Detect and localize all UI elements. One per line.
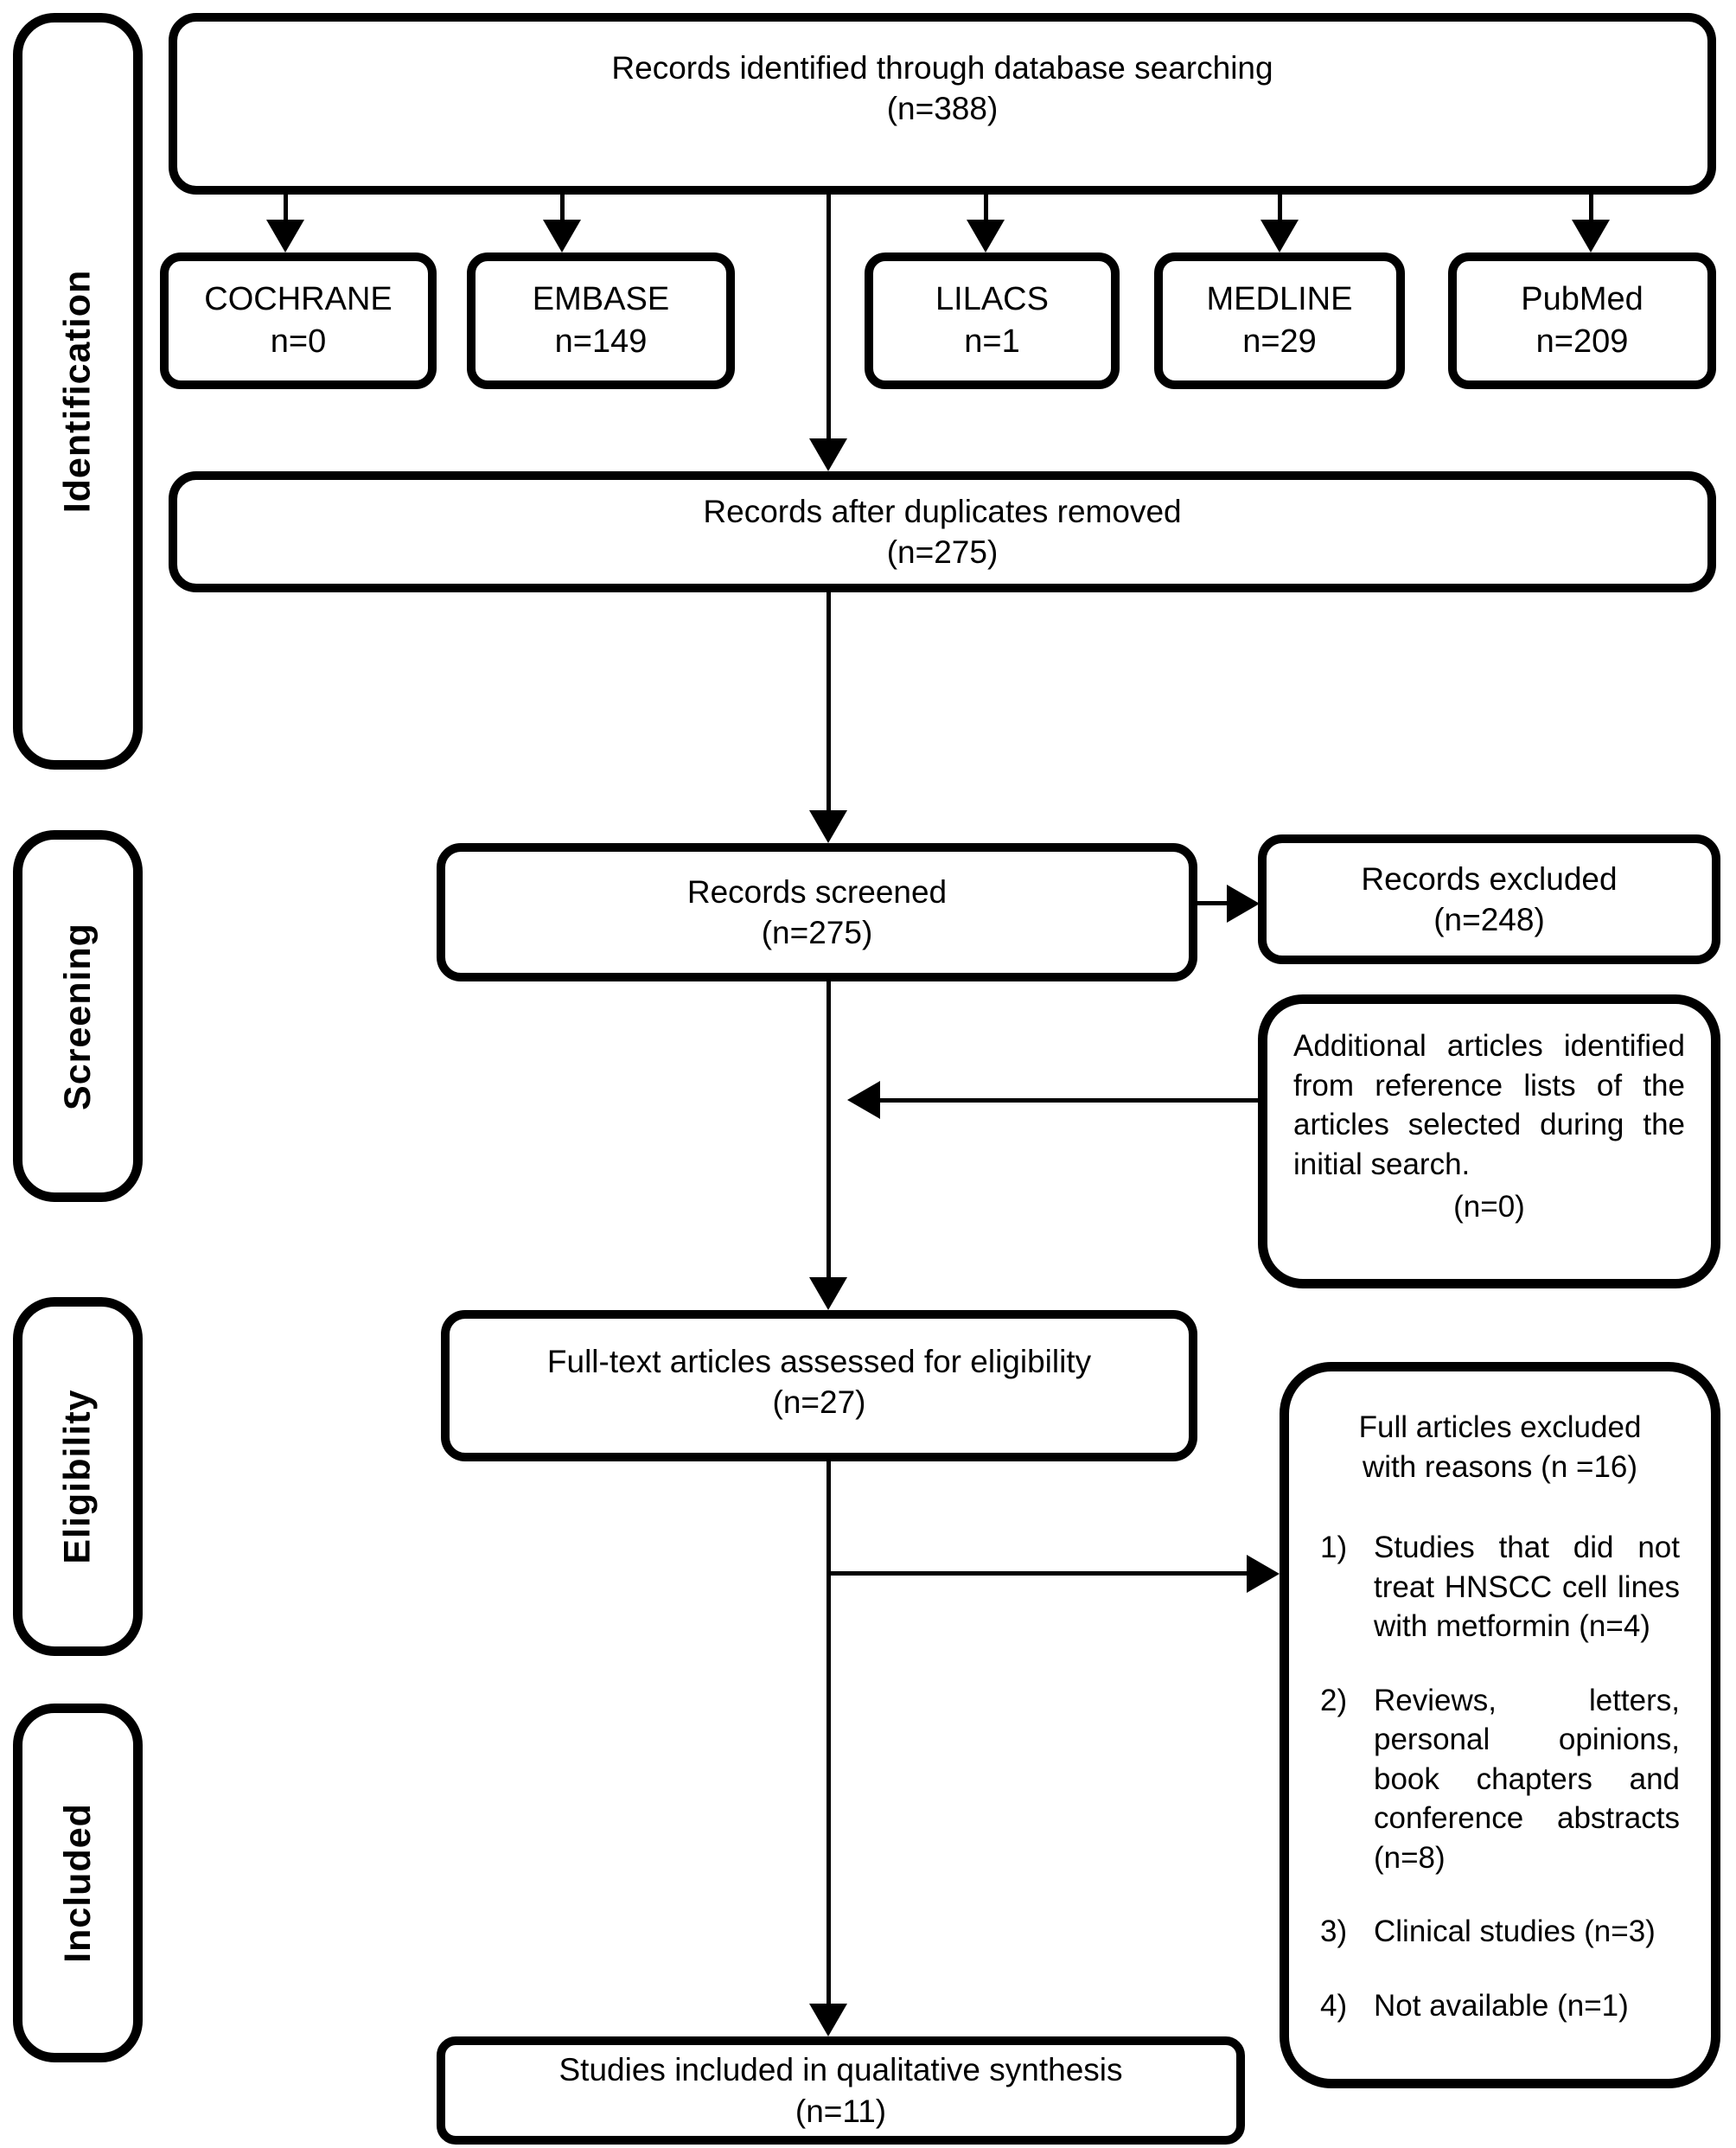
records-screened-count: (n=275) xyxy=(761,915,873,950)
duplicates-removed-text: Records after duplicates removed xyxy=(703,493,1182,529)
stage-label-eligibility: Eligibility xyxy=(56,1389,99,1564)
box-fulltext-assessed: Full-text articles assessed for eligibil… xyxy=(441,1310,1197,1461)
arrowhead-to-lilacs xyxy=(967,220,1005,253)
fulltext-assessed-text: Full-text articles assessed for eligibil… xyxy=(546,1344,1092,1379)
arrowhead-screened xyxy=(809,810,847,843)
additional-articles-count: (n=0) xyxy=(1453,1190,1525,1224)
reason-3-text: Clinical studies (n=3) xyxy=(1374,1915,1656,1948)
reason-2-text: Reviews, letters, personal opinions, boo… xyxy=(1374,1683,1680,1875)
arrowhead-mainline-left xyxy=(847,1081,880,1119)
box-database-embase: EMBASE n=149 xyxy=(467,253,735,389)
stage-label-included: Included xyxy=(56,1803,99,1963)
box-records-identified: Records identified through database sear… xyxy=(169,13,1716,195)
line-duplicates-to-screened xyxy=(827,592,831,815)
pubmed-name: PubMed xyxy=(1521,281,1643,318)
records-excluded-count: (n=248) xyxy=(1433,902,1545,937)
reason-4-text: Not available (n=1) xyxy=(1374,1988,1629,2023)
embase-name: EMBASE xyxy=(532,281,670,318)
qualitative-synthesis-count: (n=11) xyxy=(795,2093,887,2129)
line-screened-to-excluded xyxy=(1197,901,1229,905)
box-full-articles-excluded: Full articles excluded with reasons (n =… xyxy=(1280,1362,1720,2088)
arrowhead-to-embase xyxy=(543,220,581,253)
box-records-screened: Records screened (n=275) xyxy=(437,843,1197,981)
arrowhead-to-cochrane xyxy=(266,220,304,253)
reason-2-number: 2) xyxy=(1320,1683,1348,1717)
line-to-embase xyxy=(560,195,565,223)
medline-name: MEDLINE xyxy=(1206,281,1353,318)
box-database-cochrane: COCHRANE n=0 xyxy=(160,253,437,389)
reason-1-number: 1) xyxy=(1320,1531,1348,1564)
stage-label-screening: Screening xyxy=(56,922,99,1110)
lilacs-count: n=1 xyxy=(964,323,1020,360)
exclusion-reason-item: 2) Reviews, letters, personal opinions, … xyxy=(1320,1681,1680,1878)
exclusion-reason-item: 3) Clinical studies (n=3) xyxy=(1320,1912,1680,1952)
full-excluded-heading: Full articles excluded with reasons (n =… xyxy=(1320,1408,1680,1486)
duplicates-removed-count: (n=275) xyxy=(886,534,999,570)
stage-box-identification: Identification xyxy=(13,13,143,770)
line-to-medline xyxy=(1278,195,1282,223)
stage-box-eligibility: Eligibility xyxy=(13,1297,143,1656)
medline-count: n=29 xyxy=(1242,323,1317,360)
arrowhead-fullexcluded xyxy=(1247,1555,1280,1593)
box-duplicates-removed: Records after duplicates removed (n=275) xyxy=(169,471,1716,592)
stage-label-identification: Identification xyxy=(56,269,99,514)
line-additional-to-mainline xyxy=(880,1098,1258,1103)
lilacs-name: LILACS xyxy=(935,281,1049,318)
embase-count: n=149 xyxy=(554,323,648,360)
line-identified-to-duplicates xyxy=(827,195,831,443)
stage-box-screening: Screening xyxy=(13,830,143,1202)
full-excluded-heading-line1: Full articles excluded xyxy=(1358,1410,1642,1444)
stage-box-included: Included xyxy=(13,1704,143,2062)
box-qualitative-synthesis: Studies included in qualitative synthesi… xyxy=(437,2036,1245,2145)
exclusion-reason-item: 4) Not available (n=1) xyxy=(1320,1986,1680,2026)
reason-1-text: Studies that did not treat HNSCC cell li… xyxy=(1374,1531,1680,1643)
fulltext-assessed-count: (n=27) xyxy=(772,1384,866,1421)
additional-articles-text: Additional articles identified from refe… xyxy=(1293,1029,1685,1181)
line-branch-to-fullexcluded xyxy=(827,1571,1248,1576)
cochrane-count: n=0 xyxy=(270,323,327,360)
pubmed-count: n=209 xyxy=(1535,323,1629,360)
arrowhead-fulltext xyxy=(809,1277,847,1310)
records-identified-count: (n=388) xyxy=(886,91,999,127)
line-to-cochrane xyxy=(284,195,288,223)
line-fulltext-to-qualitative xyxy=(827,1461,831,2009)
cochrane-name: COCHRANE xyxy=(204,281,393,318)
line-to-lilacs xyxy=(984,195,988,223)
arrowhead-duplicates xyxy=(809,438,847,471)
box-database-pubmed: PubMed n=209 xyxy=(1448,253,1716,389)
box-database-medline: MEDLINE n=29 xyxy=(1154,253,1405,389)
full-excluded-heading-line2: with reasons (n =16) xyxy=(1362,1449,1638,1484)
box-records-excluded: Records excluded (n=248) xyxy=(1258,834,1720,964)
records-identified-text: Records identified through database sear… xyxy=(611,50,1273,86)
qualitative-synthesis-text: Studies included in qualitative synthesi… xyxy=(558,2052,1123,2088)
arrowhead-excluded xyxy=(1227,885,1260,923)
reason-3-number: 3) xyxy=(1320,1915,1348,1948)
records-excluded-text: Records excluded xyxy=(1361,860,1618,897)
line-to-pubmed xyxy=(1589,195,1593,223)
reason-4-number: 4) xyxy=(1320,1988,1348,2023)
arrowhead-to-pubmed xyxy=(1572,220,1610,253)
box-additional-articles: Additional articles identified from refe… xyxy=(1258,994,1720,1288)
records-screened-text: Records screened xyxy=(686,873,948,910)
arrowhead-to-medline xyxy=(1261,220,1299,253)
arrowhead-qualitative xyxy=(809,2004,847,2036)
exclusion-reason-item: 1) Studies that did not treat HNSCC cell… xyxy=(1320,1528,1680,1646)
line-screened-to-fulltext xyxy=(827,981,831,1284)
box-database-lilacs: LILACS n=1 xyxy=(865,253,1120,389)
